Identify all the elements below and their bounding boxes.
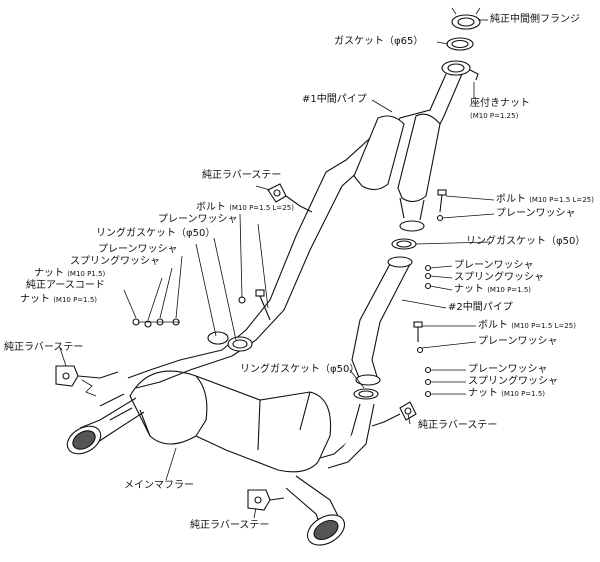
label-rubber-stay-bottom: 純正ラバーステー (190, 520, 270, 531)
label-plain-washer-left-2: プレーンワッシャ (98, 244, 178, 255)
label-spring-washer-left: スプリングワッシャ (70, 256, 160, 267)
label-plain-washer-right-mid: プレーンワッシャ (478, 336, 558, 347)
label-earth-cord: 純正アースコード (26, 280, 105, 291)
mid-pipe-1-part (221, 73, 463, 357)
label-seat-nut: 座付きナット (470, 98, 530, 109)
gasket-65-part (446, 37, 474, 51)
leader-lines (59, 19, 495, 519)
label-plain-washer-right-3: プレーンワッシャ (468, 364, 548, 375)
label-nut-left-2: ナット (M10 P=1.5) (20, 294, 98, 305)
label-ring-gasket-mid: リングガスケット（φ50） (240, 364, 360, 375)
mid-pipe-2-part (351, 256, 413, 386)
right-fasteners-part (413, 189, 447, 398)
label-rubber-stay-left: 純正ラバーステー (4, 342, 84, 353)
ring-gasket-right-part (391, 238, 417, 250)
label-plain-washer-right-top: プレーンワッシャ (496, 208, 576, 219)
label-bolt-right-mid: ボルト (M10 P=1.5 L=25) (478, 320, 576, 331)
label-bolt-left: ボルト (M10 P=1.5 L=25) (196, 202, 294, 213)
label-spring-washer-right: スプリングワッシャ (454, 272, 544, 283)
left-fasteners-part (132, 289, 271, 352)
label-nut-right: ナット (M10 P=1.5) (454, 284, 532, 295)
rubber-stay-top-part (267, 183, 313, 213)
label-nut-right-3: ナット (M10 P=1.5) (468, 388, 546, 399)
rubber-stay-right-part (371, 401, 417, 427)
label-plain-washer-left-1: プレーンワッシャ (158, 214, 238, 225)
label-ring-gasket-right: リングガスケット（φ50） (466, 236, 586, 247)
label-plain-washer-right-2: プレーンワッシャ (454, 260, 534, 271)
label-spring-washer-right-3: スプリングワッシャ (468, 376, 558, 387)
label-rubber-stay-top: 純正ラバーステー (202, 170, 282, 181)
flange-part (451, 7, 481, 30)
label-main-muffler: メインマフラー (124, 480, 194, 491)
mid-pipe-1-flange (441, 60, 479, 81)
label-ring-gasket-left: リングガスケット（φ50） (96, 228, 216, 239)
right-tail-pipe-part (285, 475, 346, 546)
rubber-stay-left-part (55, 365, 119, 397)
label-bolt-right-top: ボルト (M10 P=1.5 L=25) (496, 194, 594, 205)
label-rubber-stay-right: 純正ラバーステー (418, 420, 498, 431)
label-flange: 純正中間側フランジ (490, 14, 580, 25)
ring-gasket-mid-part (353, 388, 379, 400)
main-muffler-part (127, 349, 375, 473)
label-nut-left: ナット (M10 P1.5) (34, 268, 106, 279)
label-gasket-65: ガスケット（φ65） (334, 36, 424, 47)
label-mid-pipe-2: #2中間パイプ (448, 302, 513, 313)
left-tail-pipe-part (66, 393, 145, 455)
rubber-stay-bottom-part (247, 489, 285, 511)
label-seat-nut-spec: (M10 P=1.25) (470, 112, 519, 120)
label-mid-pipe-1: #1中間パイプ (302, 94, 367, 105)
